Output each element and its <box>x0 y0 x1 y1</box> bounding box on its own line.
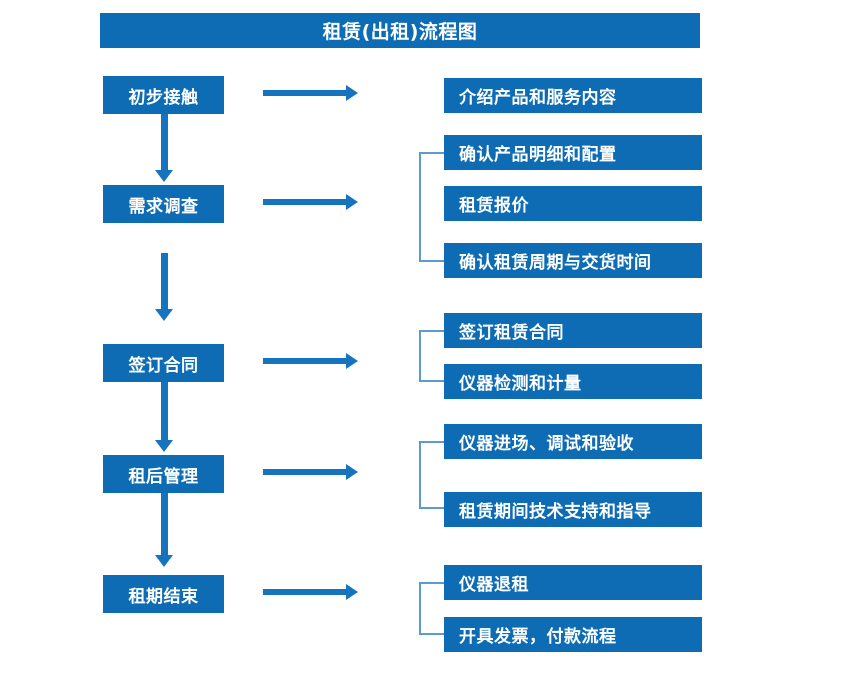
arrow-right-stage-5 <box>263 583 358 601</box>
arrow-down-stage-4-to-5 <box>155 493 173 567</box>
bracket-connector-stage-3 <box>419 330 444 382</box>
arrow-shaft <box>263 469 347 475</box>
arrow-shaft <box>161 382 168 440</box>
bracket-connector-stage-5 <box>419 582 444 635</box>
arrow-right-stage-2 <box>263 193 358 211</box>
bracket-connector-stage-2 <box>419 152 444 262</box>
stage-box-2[interactable]: 需求调查 <box>103 185 224 223</box>
detail-box-4-2[interactable]: 租赁期间技术支持和指导 <box>444 492 702 527</box>
detail-box-2-2[interactable]: 租赁报价 <box>444 186 702 221</box>
arrow-shaft <box>263 90 347 96</box>
detail-box-3-1[interactable]: 签订租赁合同 <box>444 313 702 348</box>
arrow-shaft <box>263 589 347 595</box>
stage-box-4[interactable]: 租后管理 <box>103 455 224 493</box>
arrow-head <box>346 85 358 101</box>
arrow-shaft <box>263 199 347 205</box>
detail-box-2-1[interactable]: 确认产品明细和配置 <box>444 135 702 170</box>
arrow-head <box>346 464 358 480</box>
arrow-shaft <box>161 114 168 170</box>
arrow-right-stage-1 <box>263 84 358 102</box>
arrow-shaft <box>161 253 168 309</box>
arrow-down-stage-3-to-4 <box>155 382 173 452</box>
arrow-shaft <box>263 358 347 364</box>
stage-box-3[interactable]: 签订合同 <box>103 344 224 382</box>
detail-box-3-2[interactable]: 仪器检测和计量 <box>444 364 702 399</box>
diagram-title: 租赁(出租)流程图 <box>100 13 700 48</box>
arrow-head <box>155 440 173 452</box>
arrow-down-stage-2-to-3 <box>155 253 173 321</box>
detail-box-5-2[interactable]: 开具发票，付款流程 <box>444 617 702 652</box>
bracket-connector-stage-4 <box>419 441 444 509</box>
arrow-down-stage-1-to-2 <box>155 114 173 182</box>
arrow-shaft <box>161 493 168 555</box>
stage-box-1[interactable]: 初步接触 <box>103 76 224 114</box>
stage-box-5[interactable]: 租期结束 <box>103 575 224 613</box>
arrow-head <box>155 170 173 182</box>
arrow-head <box>346 194 358 210</box>
arrow-right-stage-4 <box>263 463 358 481</box>
arrow-head <box>155 555 173 567</box>
arrow-head <box>346 353 358 369</box>
detail-box-1-1[interactable]: 介绍产品和服务内容 <box>444 78 702 113</box>
detail-box-2-3[interactable]: 确认租赁周期与交货时间 <box>444 243 702 278</box>
arrow-right-stage-3 <box>263 352 358 370</box>
detail-box-4-1[interactable]: 仪器进场、调试和验收 <box>444 424 702 459</box>
arrow-head <box>346 584 358 600</box>
arrow-head <box>155 309 173 321</box>
detail-box-5-1[interactable]: 仪器退租 <box>444 565 702 600</box>
